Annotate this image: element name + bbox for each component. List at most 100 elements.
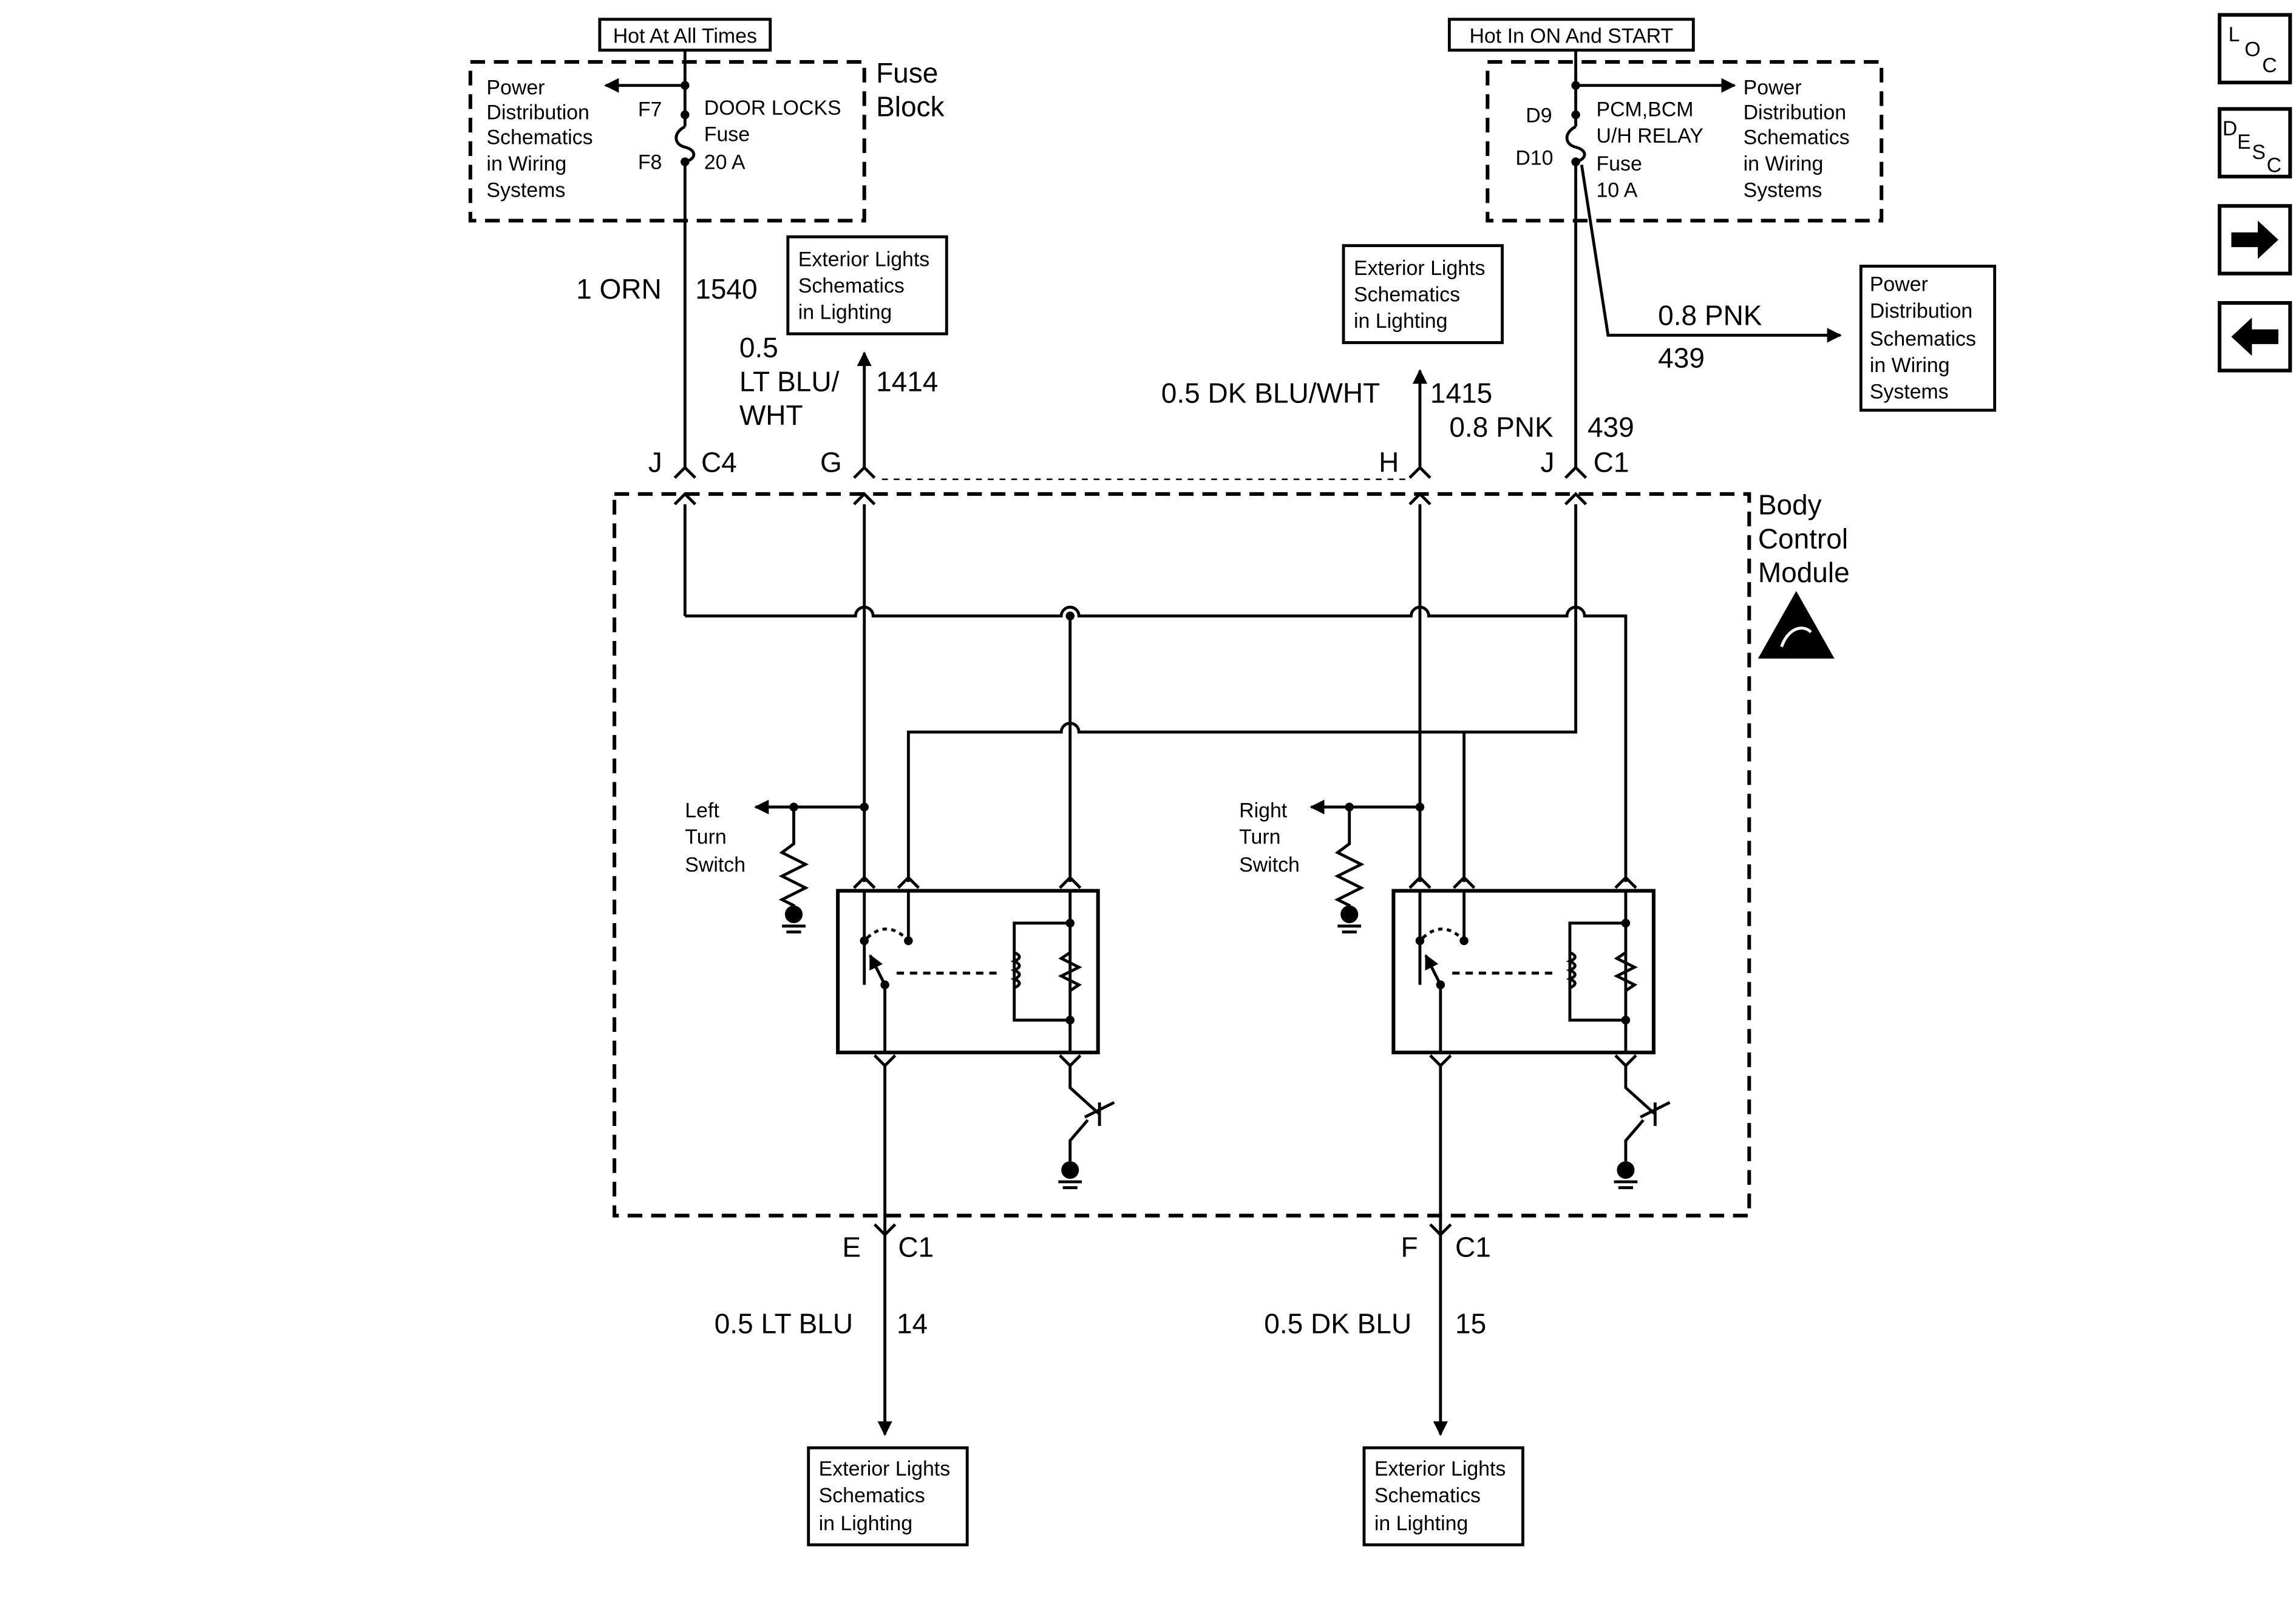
ref-line: Schematics [1870, 327, 1976, 350]
conn-g-pin: G [820, 447, 842, 478]
ref-line: Schematics [1354, 283, 1460, 307]
conn-f-name: C1 [1455, 1231, 1491, 1263]
conn-j-c1-pin: J [1540, 447, 1554, 478]
wire-ltbluwht-2: LT BLU/ [739, 365, 840, 397]
wire-dkblu: 0.5 DK BLU [1264, 1307, 1411, 1339]
fuse-pin-bottom: F8 [638, 151, 662, 174]
fuse-block-power-dist-ref[interactable]: Power Distribution Schematics in Wiring … [486, 76, 593, 202]
ref-line: in Lighting [798, 301, 892, 324]
ref-ext-lights-top-left[interactable]: Exterior Lights Schematics in Lighting [786, 235, 948, 336]
ref-line: in Lighting [819, 1512, 912, 1535]
ref-line: Schematics [798, 274, 905, 297]
fuse-block-outline [468, 59, 866, 223]
bcm-outline [613, 492, 1751, 1218]
ign-fuse-rating: 10 A [1596, 179, 1637, 202]
right-turn-switch-3: Switch [1239, 853, 1300, 876]
ref-line: in Lighting [1354, 310, 1447, 333]
ign-fuse-name-1: PCM,BCM [1596, 98, 1693, 121]
ref-line: Schematics [486, 126, 593, 149]
ign-fuse-pin-bottom: D10 [1515, 146, 1553, 169]
wire-ltbluwht-3: WHT [739, 399, 803, 431]
wire-dkblu-circuit: 15 [1455, 1307, 1486, 1339]
bcm-title-1: Body [1758, 489, 1822, 521]
right-turn-switch-1: Right [1239, 799, 1288, 822]
ref-line: Distribution [486, 101, 589, 124]
connectors-top: J C4 G H J C1 [648, 447, 1629, 506]
ref-line: Power [1744, 76, 1802, 99]
ign-fuse-power-dist-ref[interactable]: Power Distribution Schematics in Wiring … [1744, 76, 1850, 202]
feed-wires [683, 161, 1842, 468]
loc-letter: C [2262, 54, 2277, 77]
ign-fuse-pin-top: D9 [1526, 104, 1552, 127]
wire-labels: 1 ORN 1540 0.5 LT BLU/ WHT 1414 0.5 DK B… [576, 273, 1762, 1340]
ref-line: Exterior Lights [1354, 257, 1486, 280]
ref-ext-lights-top-right[interactable]: Exterior Lights Schematics in Lighting [1342, 244, 1504, 344]
wire-ltblu: 0.5 LT BLU [715, 1307, 853, 1339]
conn-e-name: C1 [898, 1231, 934, 1263]
ref-line: in Lighting [1374, 1512, 1468, 1535]
ign-fuse-name-2: U/H RELAY [1596, 124, 1703, 147]
ref-ext-lights-bottom-right[interactable]: Exterior Lights Schematics in Lighting [1362, 1446, 1524, 1547]
conn-j-c4-name: C4 [701, 447, 737, 478]
fuse-symbol-icon [1565, 125, 1586, 163]
bcm-internal-wiring [683, 504, 1628, 915]
hot-at-all-times-label: Hot At All Times [613, 25, 757, 48]
ignition-fuse: Hot In ON And START D9 D10 PCM,BCM U/H R… [1447, 18, 1884, 223]
connectors-bottom [873, 1223, 1452, 1436]
fuse-rating: 20 A [704, 151, 746, 174]
ref-line: Exterior Lights [1374, 1457, 1506, 1480]
wire-orn-circuit: 1540 [695, 273, 757, 305]
desc-letter: C [2267, 154, 2281, 177]
wire-dkbluwht: 0.5 DK BLU/WHT [1161, 378, 1380, 409]
wire-pnk-left: 0.8 PNK [1449, 411, 1554, 442]
esd-warning-icon [1758, 591, 1835, 659]
bcm-title-2: Control [1758, 523, 1848, 554]
fuse-word: Fuse [704, 123, 750, 146]
loc-letter: O [2244, 38, 2260, 61]
fuse-block-title-1: Fuse [876, 57, 938, 89]
ref-line: Power [1870, 273, 1928, 296]
wire-pnk-right: 0.8 PNK [1658, 299, 1762, 331]
ref-line: Schematics [1374, 1484, 1481, 1507]
prev-button[interactable] [2218, 301, 2292, 373]
desc-button[interactable]: D E S C [2218, 107, 2292, 178]
next-button[interactable] [2218, 204, 2292, 276]
left-turn-switch-2: Turn [685, 825, 726, 849]
wire-ltbluwht-circuit: 1414 [876, 365, 938, 397]
wire-439-branch [1580, 164, 1842, 343]
ref-line: Systems [1870, 380, 1949, 403]
fuse-symbol-icon [674, 125, 696, 163]
ref-line: Distribution [1744, 101, 1846, 124]
fuse-name: DOOR LOCKS [704, 97, 841, 120]
ref-line: in Wiring [1870, 354, 1950, 377]
right-turn-switch-2: Turn [1239, 825, 1280, 849]
loc-letter: L [2229, 23, 2240, 46]
wire-dkbluwht-circuit: 1415 [1430, 378, 1492, 409]
left-relay [836, 875, 1115, 1235]
ref-line: Exterior Lights [798, 248, 930, 271]
fuse-pin-top: F7 [638, 98, 662, 121]
conn-j-c1-name: C1 [1594, 447, 1629, 478]
fuse-block-title-2: Block [876, 91, 945, 123]
arrow-left-icon [2231, 317, 2278, 356]
ref-power-dist-right[interactable]: Power Distribution Schematics in Wiring … [1859, 265, 1997, 412]
desc-letter: E [2237, 131, 2251, 154]
ref-line: Exterior Lights [819, 1457, 951, 1480]
loc-button[interactable]: L O C [2218, 13, 2292, 84]
left-turn-switch-3: Switch [685, 853, 746, 876]
conn-f-pin: F [1401, 1231, 1418, 1263]
ref-line: in Wiring [1744, 152, 1824, 175]
wire-orn-size: 1 ORN [576, 273, 662, 305]
conn-j-c4-pin: J [648, 447, 662, 478]
ignition-fuse-outline [1486, 59, 1884, 223]
conn-h-pin: H [1379, 447, 1399, 478]
desc-letter: S [2252, 141, 2266, 164]
ref-line: in Wiring [486, 152, 566, 175]
hot-in-on-start-label: Hot In ON And START [1469, 25, 1673, 48]
ref-ext-lights-bottom-left[interactable]: Exterior Lights Schematics in Lighting [807, 1446, 969, 1547]
ref-line: Schematics [819, 1484, 925, 1507]
ref-line: Distribution [1870, 299, 1972, 322]
desc-letter: D [2223, 117, 2237, 140]
wire-pnk-left-circuit: 439 [1588, 411, 1634, 442]
